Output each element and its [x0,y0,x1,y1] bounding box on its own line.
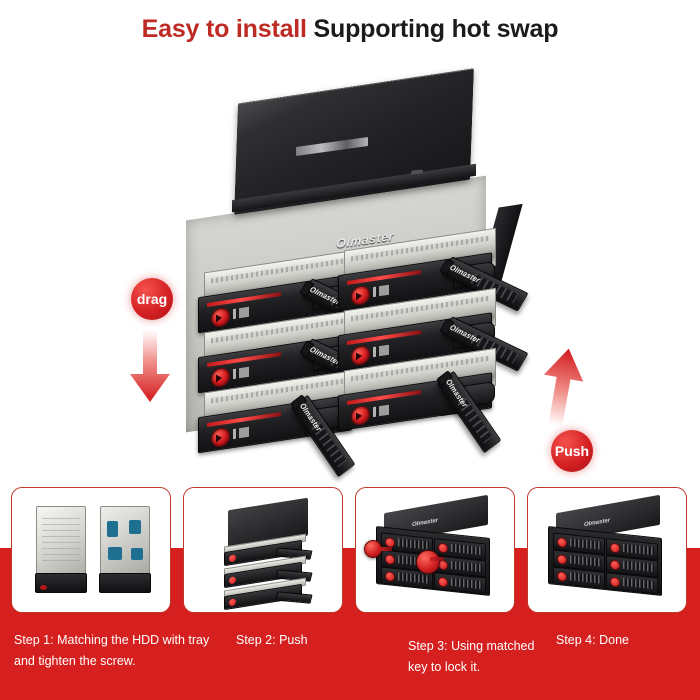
tray-lock-knob [351,404,370,427]
push-badge: Push [551,430,593,472]
tray-led-indicators [373,284,389,298]
step-2-illustration [184,488,342,612]
lock-key-icon [416,550,444,574]
step-4-caption: Step 4: Done [556,633,629,647]
tray-red-stripe [347,329,421,346]
step-1-illustration [12,488,170,612]
step-3-caption: Step 3: Using matched key to lock it. [408,639,535,674]
title-red-part: Easy to install [141,14,307,43]
tray-clip [108,547,122,560]
tray-clip [107,521,118,537]
tray-led-indicators [373,404,389,418]
hdd-drive-icon [35,506,87,593]
mini-enclosure: OImaster [542,494,672,596]
step-card-3: OImaster [355,487,515,613]
step-4-illustration: OImaster [528,488,686,612]
tray-clip [129,520,141,534]
tray-led-indicators [233,306,249,320]
hero-product-illustration: OImaster OImaster [0,58,700,478]
page-title: Easy to install Supporting hot swap [142,15,559,44]
tray-lock-knob [351,344,370,367]
tray-led-indicators [233,426,249,440]
step-1-caption: Step 1: Matching the HDD with tray and t… [14,633,210,668]
tray-lock-knob [351,284,370,307]
tray-clip [131,548,143,560]
mini-enclosure-face [548,526,662,596]
tray-led-indicators [373,344,389,358]
empty-tray-cap [99,573,151,593]
title-black-part: Supporting hot swap [313,14,559,43]
tray-led-indicators [233,366,249,380]
step-card-4: OImaster [527,487,687,613]
step-captions: Step 1: Matching the HDD with tray and t… [0,630,700,694]
tray-lock-knob [211,366,230,389]
step-3-illustration: OImaster [356,488,514,612]
tray-red-stripe [347,269,421,286]
step-2-caption: Step 2: Push [236,633,308,647]
tray-lock-knob [211,306,230,329]
hdd-tray-cap [35,573,87,593]
drag-arrow-down-icon [130,330,170,402]
empty-tray-icon [99,506,151,593]
header-banner: Easy to install Supporting hot swap [0,0,700,58]
lock-key-icon [364,540,392,558]
mini-handle [275,591,313,604]
tray-red-stripe [207,291,281,308]
step-card-1 [11,487,171,613]
step-cards-row: OImaster [0,487,700,613]
tray-red-stripe [207,351,281,368]
push-arrow-up-icon [543,348,584,427]
tray-lock-knob [211,426,230,449]
tray-red-stripe [347,389,421,406]
drag-badge: drag [131,278,173,320]
tray-red-stripe [207,411,281,428]
step-card-2 [183,487,343,613]
